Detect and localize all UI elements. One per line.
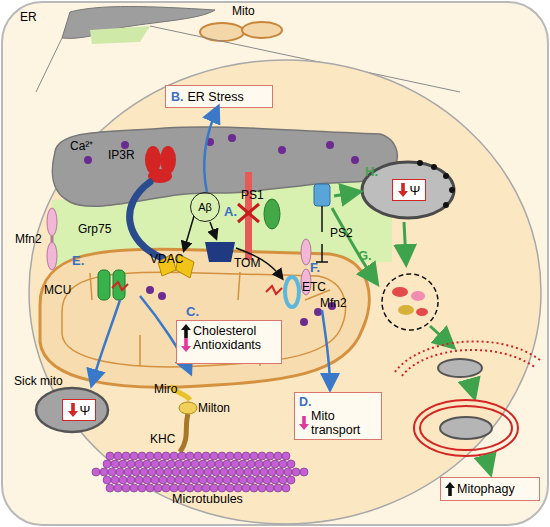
- increase-arrow: [181, 324, 191, 338]
- part-label: Mfn2: [15, 232, 42, 246]
- mito-fragments: [392, 287, 428, 316]
- decrease-arrow: [181, 338, 191, 352]
- decrease-arrow: [398, 183, 408, 197]
- etc-ring: [285, 277, 299, 307]
- autophagosome: [414, 400, 518, 456]
- arrow: [210, 222, 216, 238]
- part-label: TOM: [234, 256, 260, 270]
- arrow: [92, 300, 120, 384]
- effect-box: D.Mito transport: [294, 392, 382, 440]
- node-text: Mitophagy: [457, 482, 515, 496]
- khc: [180, 414, 188, 452]
- autophagosome: [420, 406, 512, 450]
- decrease-arrow: [299, 416, 309, 430]
- node-text: D.: [299, 395, 377, 409]
- arrow: [334, 192, 358, 196]
- potential-box: Ψ: [392, 179, 426, 201]
- part-label: PS1: [241, 188, 264, 202]
- inhibition-bar: [316, 206, 328, 262]
- arrow: [322, 310, 330, 388]
- effect-arrow: [204, 108, 217, 192]
- calcium-dots: [84, 134, 359, 326]
- node-text: Antioxidants: [193, 338, 261, 352]
- arrow: [332, 208, 376, 282]
- part-label: H.: [365, 164, 378, 179]
- engulfed-mito: [438, 359, 482, 377]
- part-label: F.: [310, 260, 320, 275]
- node-text: Aβ: [198, 201, 212, 213]
- effect-box: B. ER Stress: [165, 85, 273, 108]
- node-text: ER Stress: [188, 90, 244, 104]
- sick-mito: [36, 388, 108, 432]
- er: [52, 127, 397, 206]
- zoom-line: [36, 38, 62, 92]
- part-label: E.: [72, 253, 84, 268]
- text-row: Cholesterol: [181, 323, 277, 338]
- text-row: Antioxidants: [181, 338, 277, 353]
- tom-complex: [205, 242, 235, 262]
- mitochondrion: [40, 249, 369, 387]
- part-label: KHC: [150, 432, 175, 446]
- node-text: B.: [171, 90, 184, 104]
- node-text: Ψ: [80, 403, 91, 418]
- part-label: Grp75: [78, 222, 111, 236]
- cell: [29, 60, 541, 524]
- mfn2-left: [47, 208, 57, 270]
- part-label: Microtubules: [172, 492, 243, 506]
- part-label: ETC: [302, 280, 326, 294]
- damaged-mito: [362, 162, 454, 218]
- ip3r-channel: [145, 146, 176, 183]
- potential-box: Ψ: [62, 399, 96, 421]
- ps1: [264, 199, 280, 229]
- arrow: [404, 222, 406, 262]
- part-label: Ca²⁺: [70, 137, 93, 154]
- part-label: IP3R: [108, 148, 135, 162]
- part-label: Sick mito: [14, 374, 63, 388]
- isolation-membrane: [402, 350, 536, 376]
- part-label: Mfn2: [320, 296, 347, 310]
- node-text: Mito transport: [311, 409, 375, 437]
- part-label: A.: [224, 204, 237, 219]
- part-label: G.: [358, 248, 372, 263]
- decrease-arrow: [68, 403, 78, 417]
- node-text: Cholesterol: [193, 324, 256, 338]
- part-label: VDAC: [150, 252, 183, 266]
- part-label: ER: [20, 10, 37, 24]
- arrow: [184, 216, 194, 250]
- part-label: Milton: [198, 401, 230, 415]
- arrow: [430, 326, 452, 346]
- increase-arrow: [445, 482, 455, 496]
- milton: [179, 402, 197, 414]
- abeta-circle: Aβ: [190, 192, 220, 222]
- mito-inset: [200, 22, 282, 41]
- ps2: [314, 184, 330, 206]
- engulfed-mito: [440, 417, 492, 439]
- effect-box: Mitophagy: [440, 477, 540, 501]
- arrow: [470, 382, 474, 396]
- effect-box: CholesterolAntioxidants: [176, 320, 282, 364]
- arrow: [486, 458, 490, 472]
- grp75: [130, 182, 162, 258]
- text-row: Mito transport: [299, 409, 377, 437]
- part-label: PS2: [330, 226, 353, 240]
- node-text: Ψ: [410, 183, 421, 198]
- part-label: MCU: [44, 283, 71, 297]
- phagophore: [382, 274, 438, 330]
- ros-squiggle: [112, 282, 282, 294]
- mcu-channel: [98, 270, 125, 300]
- microtubules: [92, 452, 308, 492]
- part-label: C.: [186, 304, 199, 319]
- tether-block: [238, 172, 259, 260]
- part-label: Miro: [154, 382, 177, 396]
- cristae: [90, 272, 330, 366]
- contact-inset: [90, 26, 150, 44]
- part-label: Mito: [232, 4, 255, 18]
